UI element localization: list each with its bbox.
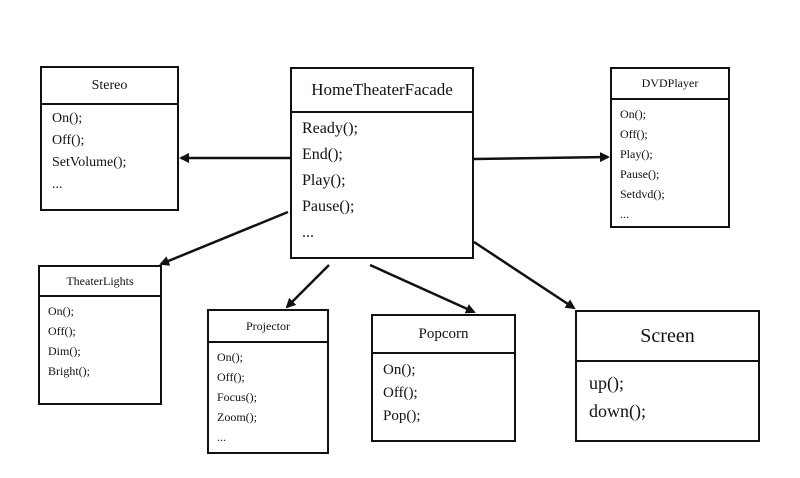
method-item: up(); bbox=[589, 373, 624, 393]
method-item: Play(); bbox=[302, 172, 346, 189]
method-item: On(); bbox=[48, 304, 74, 318]
class-name: TheaterLights bbox=[40, 267, 160, 297]
arrow-facade-to-screen bbox=[473, 240, 576, 310]
method-item: Dim(); bbox=[48, 344, 81, 358]
method-item: Zoom(); bbox=[217, 410, 257, 424]
method-item: Off(); bbox=[620, 127, 648, 141]
class-box-theaterlights: TheaterLights On(); Off(); Dim(); Bright… bbox=[38, 265, 162, 405]
method-item: Setdvd(); bbox=[620, 187, 665, 201]
method-item: On(); bbox=[217, 350, 243, 364]
method-item: Ready(); bbox=[302, 120, 358, 137]
method-list: On(); Off(); Play(); Pause(); Setdvd(); … bbox=[612, 100, 728, 228]
method-list: On(); Off(); Focus(); Zoom(); ... bbox=[209, 343, 327, 451]
method-item: Pause(); bbox=[620, 167, 660, 181]
method-list: up(); down(); bbox=[577, 362, 758, 430]
method-list: Ready(); End(); Play(); Pause(); ... bbox=[292, 113, 472, 251]
method-item: Pop(); bbox=[383, 408, 421, 424]
class-name: Stereo bbox=[42, 68, 177, 105]
method-list: On(); Off(); Pop(); bbox=[373, 354, 514, 432]
method-item: Focus(); bbox=[217, 390, 257, 404]
class-box-popcorn: Popcorn On(); Off(); Pop(); bbox=[371, 314, 516, 442]
method-list: On(); Off(); SetVolume(); ... bbox=[42, 105, 177, 200]
method-item: On(); bbox=[383, 362, 416, 378]
method-item: Off(); bbox=[383, 385, 418, 401]
method-item: SetVolume(); bbox=[52, 155, 127, 170]
arrow-facade-to-projector bbox=[285, 264, 330, 309]
method-item: ... bbox=[302, 224, 314, 241]
class-name: Popcorn bbox=[373, 316, 514, 354]
arrow-facade-to-popcorn bbox=[369, 263, 476, 314]
class-name: HomeTheaterFacade bbox=[292, 69, 472, 113]
class-name: Screen bbox=[577, 312, 758, 362]
method-item: ... bbox=[52, 177, 63, 192]
class-box-dvdplayer: DVDPlayer On(); Off(); Play(); Pause(); … bbox=[610, 67, 730, 228]
class-box-projector: Projector On(); Off(); Focus(); Zoom(); … bbox=[207, 309, 329, 454]
arrow-facade-to-dvdplayer bbox=[473, 152, 610, 163]
method-item: Off(); bbox=[217, 370, 245, 384]
method-item: Off(); bbox=[52, 133, 85, 148]
method-item: End(); bbox=[302, 146, 343, 163]
method-item: ... bbox=[620, 207, 629, 221]
method-item: Bright(); bbox=[48, 364, 90, 378]
class-box-stereo: Stereo On(); Off(); SetVolume(); ... bbox=[40, 66, 179, 211]
method-item: down(); bbox=[589, 401, 646, 421]
class-name: Projector bbox=[209, 311, 327, 343]
method-list: On(); Off(); Dim(); Bright(); bbox=[40, 297, 160, 385]
class-box-screen: Screen up(); down(); bbox=[575, 310, 760, 442]
method-item: On(); bbox=[52, 111, 83, 126]
arrow-facade-to-theaterlights bbox=[159, 210, 289, 266]
class-name: DVDPlayer bbox=[612, 69, 728, 100]
method-item: ... bbox=[217, 430, 226, 444]
method-item: Play(); bbox=[620, 147, 653, 161]
method-item: On(); bbox=[620, 107, 646, 121]
method-item: Pause(); bbox=[302, 198, 355, 215]
method-item: Off(); bbox=[48, 324, 76, 338]
class-box-hometheaterfacade: HomeTheaterFacade Ready(); End(); Play()… bbox=[290, 67, 474, 259]
